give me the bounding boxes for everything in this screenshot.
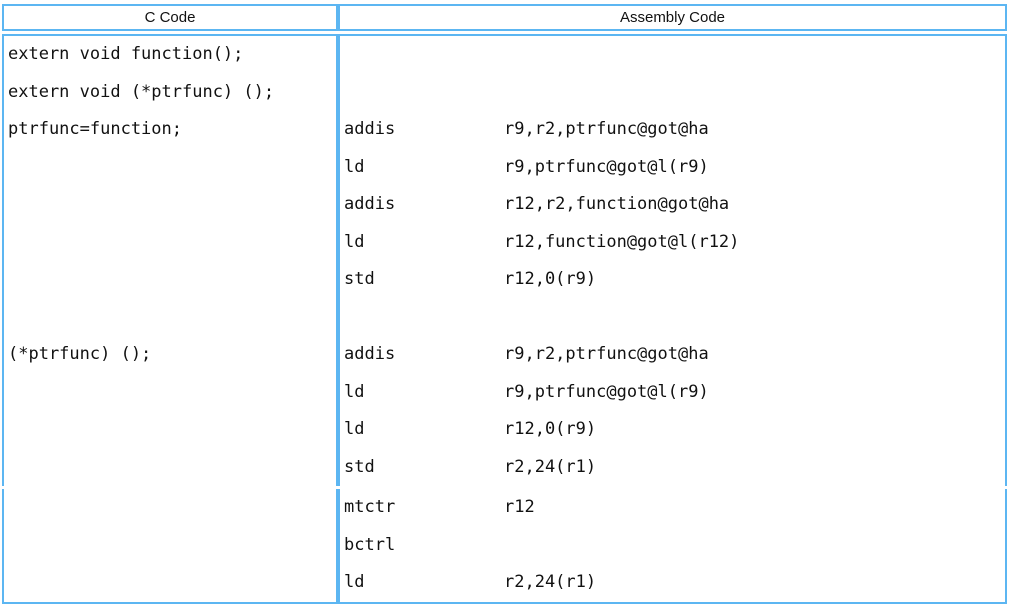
c-code-line	[8, 149, 332, 187]
assembly-instruction-line: bctrl	[344, 527, 1001, 565]
assembly-instruction-line: ld r12,0(r9)	[344, 411, 1001, 449]
instruction-mnemonic: ld	[344, 156, 365, 177]
assembly-instruction-line: ld r12,function@got@l(r12)	[344, 224, 1001, 262]
instruction-operands: r2,24(r1)	[504, 572, 597, 592]
assembly-instruction-line: addis r12,r2,function@got@ha	[344, 186, 1001, 224]
instruction-mnemonic: std	[344, 269, 375, 289]
c-code-line: extern void function();	[8, 44, 244, 64]
assembly-code-column-header: Assembly Code	[338, 4, 1007, 31]
instruction-operands: r2,24(r1)	[504, 456, 597, 477]
c-code-line	[8, 449, 332, 487]
assembly-instruction-line: ld r9,ptrfunc@got@l(r9)	[344, 374, 1001, 412]
c-code-line	[8, 224, 332, 262]
assembly-instruction-line: mtctr r12	[344, 489, 1001, 527]
instruction-operands: r12,r2,function@got@ha	[504, 194, 730, 214]
instruction-mnemonic: ld	[344, 572, 365, 592]
instruction-operands: r12,0(r9)	[504, 269, 597, 289]
instruction-operands: r12,0(r9)	[504, 419, 597, 439]
assembly-instruction-line	[344, 299, 1001, 337]
instruction-operands: r9,r2,ptrfunc@got@ha	[504, 119, 709, 139]
instruction-mnemonic: addis	[344, 119, 396, 139]
c-code-cell	[2, 489, 338, 604]
instruction-operands: r12	[504, 497, 535, 517]
c-code-line	[8, 527, 332, 565]
c-code-line	[8, 261, 332, 299]
c-code-line	[8, 299, 332, 337]
table-row: extern void function(); extern void (*ptr…	[2, 34, 1007, 486]
c-code-line: ptrfunc=function;	[8, 119, 182, 139]
assembly-instruction-line: addis r9,r2,ptrfunc@got@ha	[344, 336, 1001, 374]
instruction-mnemonic: addis	[344, 194, 396, 214]
header-row: C Code Assembly Code	[2, 4, 1007, 31]
instruction-operands: r9,ptrfunc@got@l(r9)	[504, 381, 709, 402]
instruction-mnemonic: ld	[344, 381, 365, 402]
c-code-column-header: C Code	[2, 4, 338, 31]
c-code-line	[8, 564, 332, 602]
assembly-code-cell: mtctr r12 bctrl ld r2,24(r1)	[338, 489, 1007, 604]
assembly-instruction-line: ld r9,ptrfunc@got@l(r9)	[344, 149, 1001, 187]
instruction-mnemonic: ld	[344, 419, 365, 439]
c-code-line	[8, 374, 332, 412]
assembly-instruction-line	[344, 74, 1001, 112]
assembly-instruction-line	[344, 36, 1001, 74]
instruction-mnemonic: bctrl	[344, 534, 396, 555]
assembly-instruction-line: std r12,0(r9)	[344, 261, 1001, 299]
instruction-mnemonic: mtctr	[344, 497, 396, 517]
c-code-line	[8, 489, 332, 527]
instruction-operands: r12,function@got@l(r12)	[504, 231, 740, 252]
instruction-mnemonic: std	[344, 456, 375, 477]
instruction-operands: r9,ptrfunc@got@l(r9)	[504, 156, 709, 177]
table-row: mtctr r12 bctrl ld r2,24(r1)	[2, 489, 1007, 604]
instruction-mnemonic: addis	[344, 344, 396, 364]
c-code-line: extern void (*ptrfunc) ();	[8, 81, 275, 102]
c-code-cell: extern void function(); extern void (*ptr…	[2, 34, 338, 486]
assembly-instruction-line: ld r2,24(r1)	[344, 564, 1001, 602]
c-code-line	[8, 186, 332, 224]
assembly-instruction-line: std r2,24(r1)	[344, 449, 1001, 487]
assembly-instruction-line: addis r9,r2,ptrfunc@got@ha	[344, 111, 1001, 149]
c-code-line	[8, 411, 332, 449]
c-code-line: (*ptrfunc) ();	[8, 344, 152, 364]
assembly-code-cell: addis r9,r2,ptrfunc@got@ha ld r9,ptrfunc@go…	[338, 34, 1007, 486]
instruction-mnemonic: ld	[344, 231, 365, 252]
instruction-operands: r9,r2,ptrfunc@got@ha	[504, 344, 709, 364]
